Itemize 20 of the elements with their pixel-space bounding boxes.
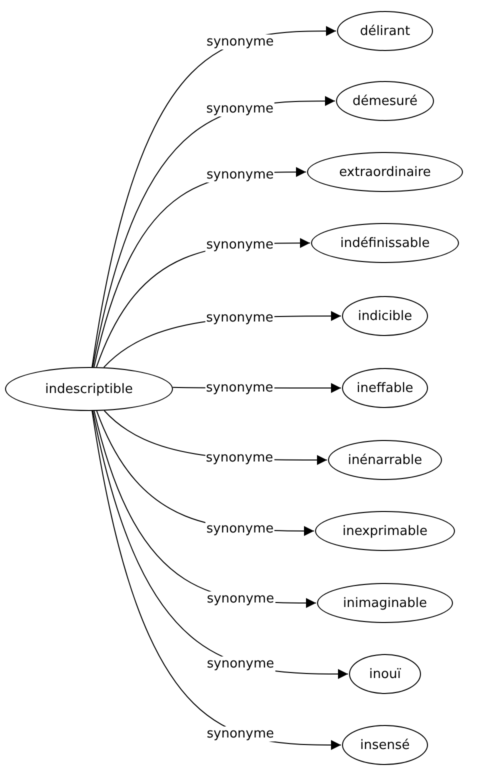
term-label: inénarrable — [348, 452, 422, 468]
term-label: indicible — [358, 308, 412, 324]
edge-label: synonyme — [206, 592, 276, 607]
arrow — [92, 26, 336, 368]
edge-label: synonyme — [205, 521, 275, 536]
edge-label: synonyme — [205, 102, 274, 117]
term-label: délirant — [360, 24, 410, 38]
term-label: indéfinissable — [340, 236, 430, 250]
term-label: démesuré — [352, 94, 418, 108]
term-label: inexprimable — [342, 524, 428, 538]
edge-label: synonyme — [206, 34, 275, 49]
term-label: insensé — [360, 738, 410, 752]
term-label: ineffable — [356, 380, 414, 396]
term-label: inouï — [369, 666, 401, 682]
term-label: extraordinaire — [339, 164, 431, 180]
edge-label: synonyme — [206, 656, 276, 672]
arrow — [92, 410, 342, 750]
term-label: indescriptible — [45, 382, 133, 396]
edge-label: synonyme — [206, 726, 276, 742]
term-label: inimaginable — [342, 596, 428, 610]
